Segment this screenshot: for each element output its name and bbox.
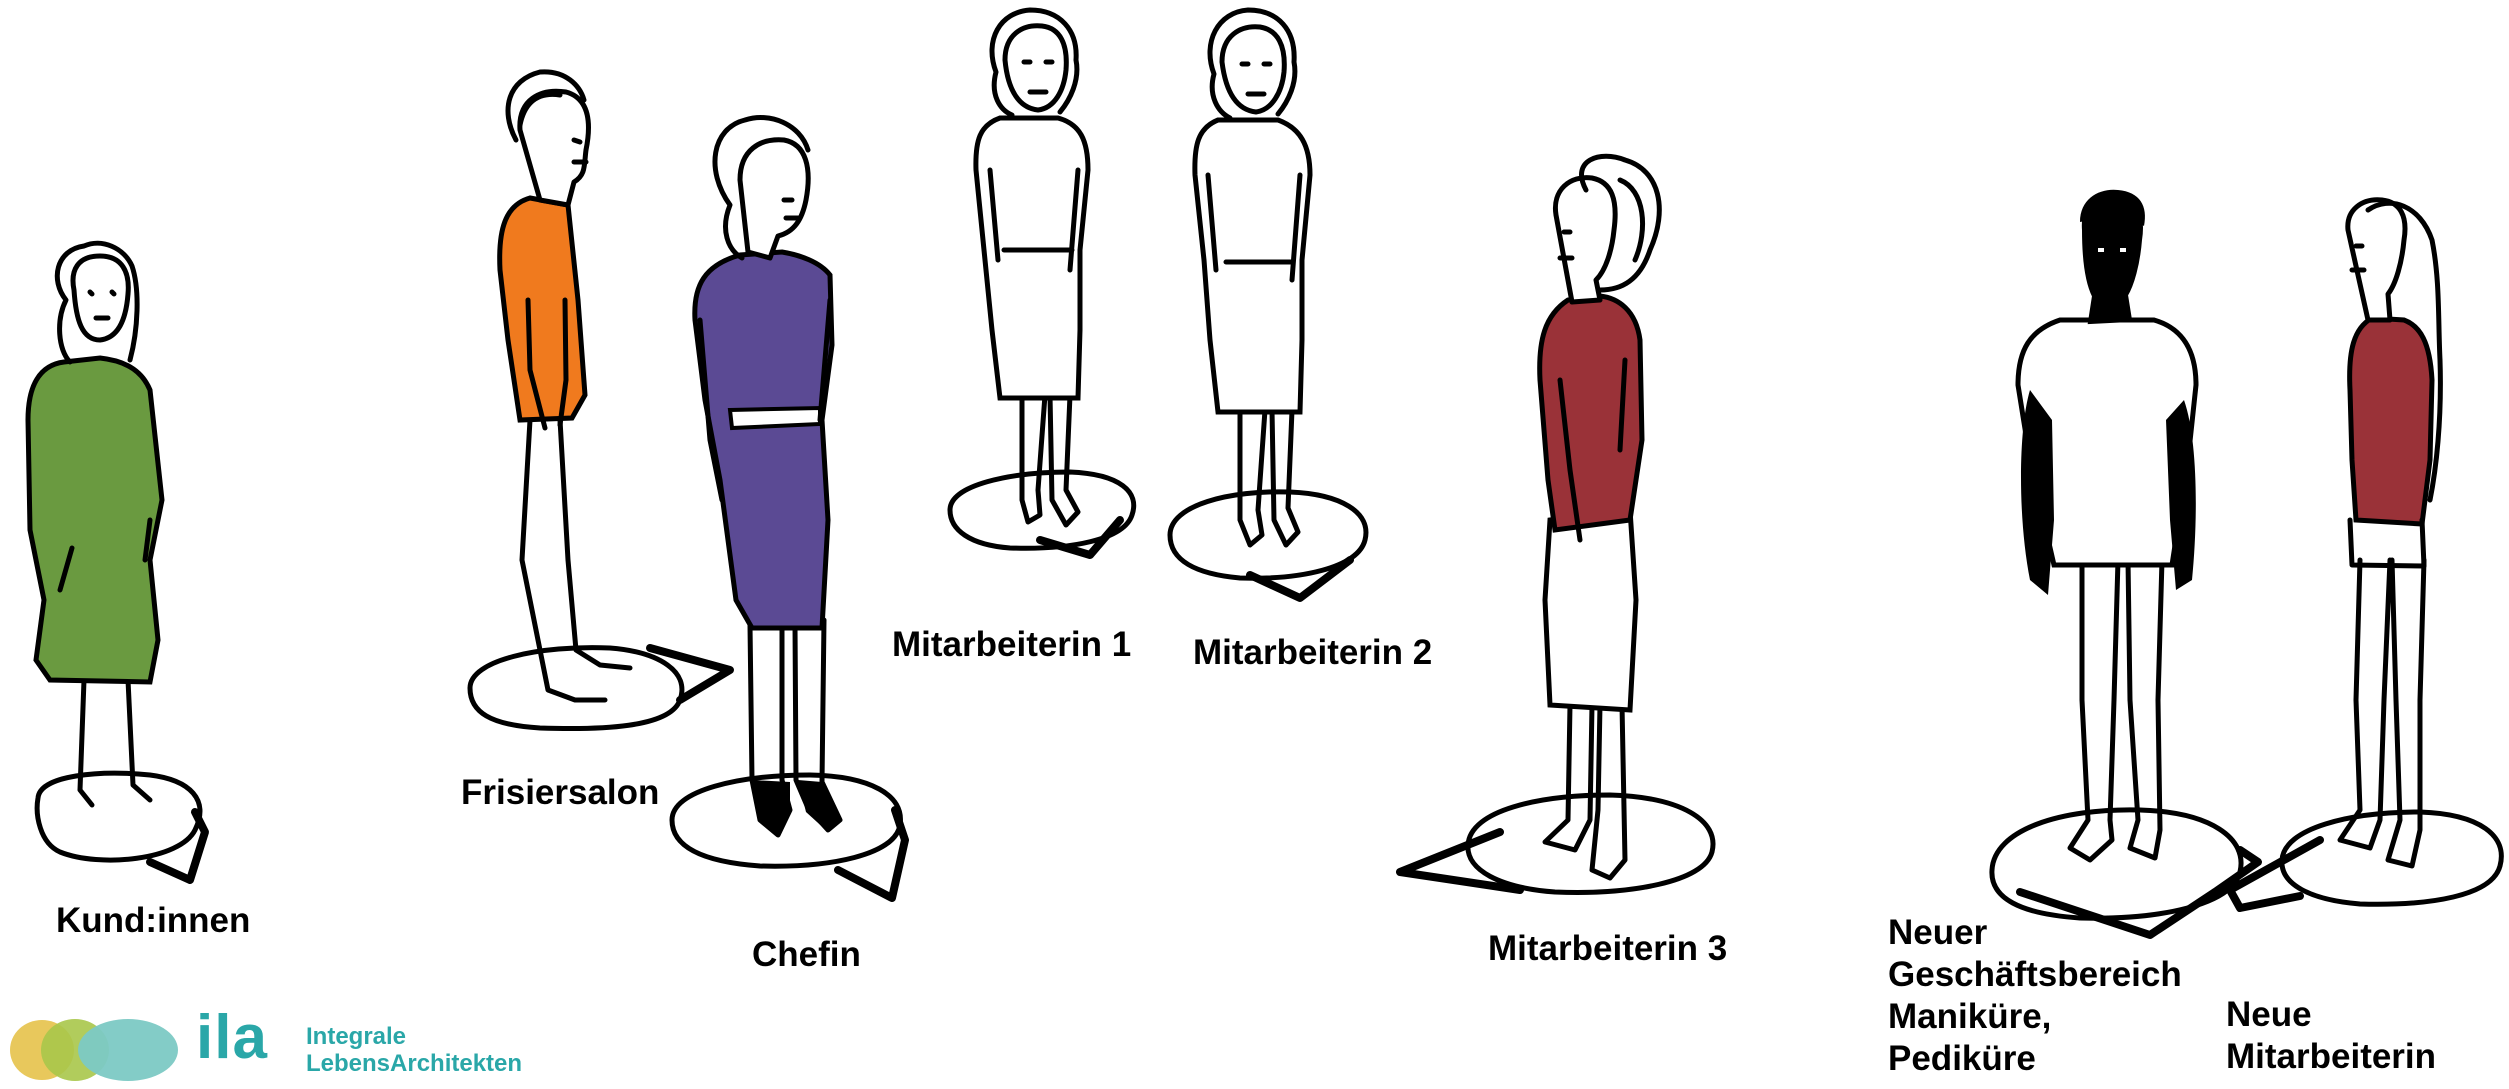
label-line: Maniküre, <box>1888 996 2208 1038</box>
shirt-frisiersalon <box>500 198 585 420</box>
base-disc-frisiersalon <box>470 648 730 729</box>
logo-mark: ila <box>196 1002 268 1073</box>
base-disc-kundinnen <box>37 773 205 880</box>
label-mitarbeiterin2: Mitarbeiterin 2 <box>1193 632 1432 674</box>
label-line: Mitarbeiterin <box>2226 1036 2486 1078</box>
figure-mitarbeiterin2 <box>1170 10 1366 598</box>
base-disc-neue-mitarbeiterin <box>2230 812 2501 908</box>
figure-mitarbeiterin1 <box>950 10 1134 555</box>
figure-mitarbeiterin3 <box>1400 156 1713 892</box>
ila-logo: ila Integrale LebensArchitekten <box>0 1008 600 1089</box>
skirt-mitarbeiterin3 <box>1545 510 1636 710</box>
label-line: Pediküre <box>1888 1038 2208 1080</box>
logo-line1: Integrale <box>306 1024 522 1051</box>
logo-circles-icon <box>0 1008 190 1089</box>
top-mitarbeiterin3 <box>1540 296 1642 530</box>
label-line: Neuer <box>1888 912 2208 954</box>
label-line: Neue <box>2226 994 2486 1036</box>
label-mitarbeiterin3: Mitarbeiterin 3 <box>1488 928 1727 970</box>
figure-neuer-geschaeftsbereich <box>1992 190 2258 935</box>
logo-line2: LebensArchitekten <box>306 1051 522 1078</box>
dress-kundinnen <box>28 358 162 682</box>
label-neuer-geschaeftsbereich: Neuer Geschäftsbereich Maniküre, Pedikür… <box>1888 912 2208 1080</box>
figure-neue-mitarbeiterin <box>2230 200 2501 908</box>
label-kundinnen: Kund:innen <box>56 900 250 942</box>
base-disc-mitarbeiterin2 <box>1170 492 1366 598</box>
logo-subtitle: Integrale LebensArchitekten <box>306 1024 522 1078</box>
label-frisiersalon: Frisiersalon <box>461 772 659 814</box>
figure-frisiersalon <box>470 72 730 729</box>
top-neue-mitarbeiterin <box>2350 318 2432 524</box>
label-mitarbeiterin1: Mitarbeiterin 1 <box>892 624 1131 666</box>
label-chefin: Chefin <box>752 934 861 976</box>
figure-kundinnen <box>28 243 205 880</box>
suit-chefin <box>695 252 832 628</box>
figure-chefin <box>672 118 905 898</box>
label-line: Geschäftsbereich <box>1888 954 2208 996</box>
label-neue-mitarbeiterin: Neue Mitarbeiterin <box>2226 994 2486 1078</box>
